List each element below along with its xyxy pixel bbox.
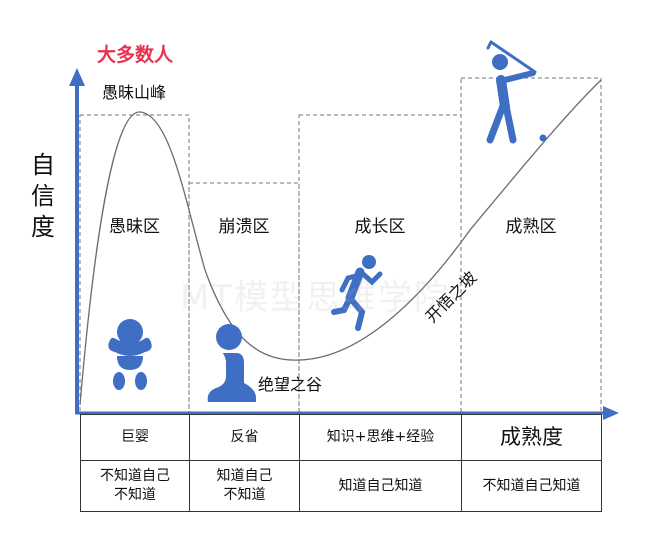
zone-label-collapse: 崩溃区 bbox=[218, 217, 270, 237]
golfer-icon bbox=[486, 40, 547, 144]
table-cell: 巨婴 bbox=[80, 414, 190, 461]
zone-label-mature: 成熟区 bbox=[505, 217, 557, 237]
table-row: 不知道自己 不知道 知道自己 不知道 知道自己知道 不知道自己知道 bbox=[80, 460, 602, 512]
table-cell: 知道自己知道 bbox=[299, 460, 462, 512]
zone-boxes bbox=[79, 77, 602, 414]
x-axis-label: 成熟度 bbox=[461, 414, 602, 461]
y-axis-label: 自信度 bbox=[28, 150, 58, 243]
stage-table: 巨婴 反省 知识+思维+经验 成熟度 不知道自己 不知道 知道自己 不知道 知道… bbox=[80, 414, 602, 512]
y-axis-arrow-icon bbox=[69, 68, 85, 86]
title-majority: 大多数人 bbox=[97, 44, 174, 66]
table-cell: 知道自己 不知道 bbox=[189, 460, 300, 512]
kneeling-person-icon bbox=[207, 324, 256, 402]
zone-box-growth bbox=[298, 114, 462, 414]
peak-label: 愚昧山峰 bbox=[102, 83, 167, 102]
running-person-icon bbox=[331, 255, 383, 331]
zone-box-ignorance bbox=[79, 114, 190, 414]
baby-icon bbox=[108, 319, 152, 390]
y-axis-label-text: 自信度 bbox=[31, 151, 55, 241]
table-cell: 知识+思维+经验 bbox=[299, 414, 462, 461]
table-row: 巨婴 反省 知识+思维+经验 成熟度 bbox=[80, 414, 602, 461]
valley-label: 绝望之谷 bbox=[258, 375, 323, 394]
table-cell: 反省 bbox=[189, 414, 300, 461]
zone-label-growth: 成长区 bbox=[354, 217, 406, 237]
zone-box-mature bbox=[460, 77, 602, 414]
watermark: MT模型思维学院 bbox=[180, 278, 451, 318]
x-axis-arrow-icon bbox=[603, 406, 619, 420]
table-cell: 不知道自己知道 bbox=[461, 460, 602, 512]
table-cell: 不知道自己 不知道 bbox=[80, 460, 190, 512]
zone-label-ignorance: 愚昧区 bbox=[109, 217, 160, 237]
confidence-curve bbox=[79, 79, 602, 406]
